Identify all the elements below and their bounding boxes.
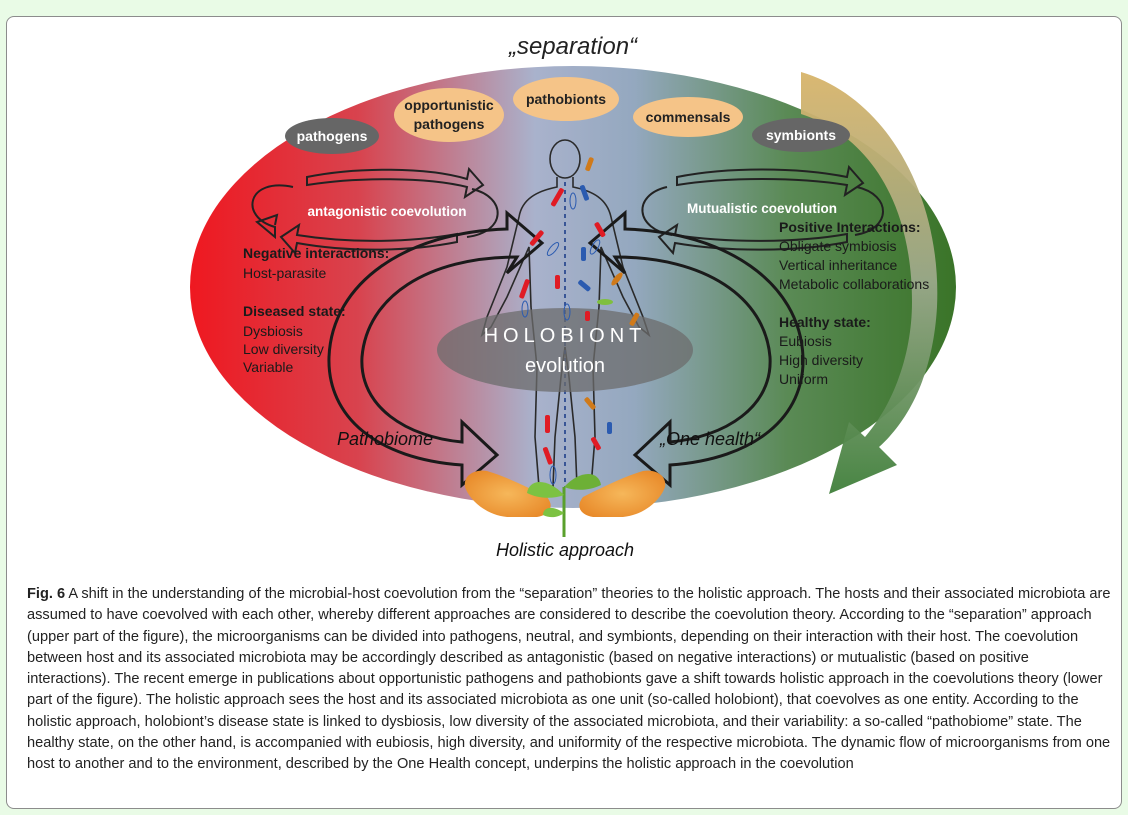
pathobiome-label: Pathobiome <box>337 429 433 449</box>
antagonistic-coevolution-label: antagonistic coevolution <box>307 204 466 219</box>
plant-and-hands-icon <box>464 470 666 537</box>
antagonistic-cycle-arrows <box>251 166 499 256</box>
one-health-label: „One health“ <box>659 429 761 449</box>
pathogens-label: pathogens <box>297 128 368 144</box>
healthy-state-title: Healthy state: <box>779 314 871 330</box>
figure-caption: Fig. 6 A shift in the understanding of t… <box>27 584 1112 776</box>
negative-interactions-title: Negative interactions: <box>243 245 389 261</box>
coevolution-ellipse <box>190 66 956 508</box>
pathobionts-pill: pathobionts <box>513 77 619 121</box>
caption-text: A shift in the understanding of the micr… <box>27 586 1111 773</box>
uniform-label: Uniform <box>779 371 828 387</box>
coevolution-diagram: „separation“ pathogens opportunistic pat… <box>190 33 956 560</box>
low-diversity-label: Low diversity <box>243 341 324 357</box>
symbionts-label: symbionts <box>766 127 836 143</box>
holobiont-label: HOLOBIONT <box>484 325 647 347</box>
commensals-pill: commensals <box>633 97 743 137</box>
variable-label: Variable <box>243 359 294 375</box>
opportunistic-label-2: pathogens <box>414 116 485 132</box>
opportunistic-pathogens-pill: opportunistic pathogens <box>394 88 504 142</box>
left-panel: Negative interactions: Host-parasite Dis… <box>243 245 389 375</box>
obligate-symbiosis-label: Obligate symbiosis <box>779 238 897 254</box>
commensals-label: commensals <box>646 109 731 125</box>
side-flow-arrow <box>801 72 938 494</box>
host-parasite-label: Host-parasite <box>243 265 326 281</box>
figure-frame: „separation“ pathogens opportunistic pat… <box>6 16 1122 809</box>
separation-label: „separation“ <box>508 33 639 60</box>
opportunistic-label-1: opportunistic <box>404 97 494 113</box>
metabolic-collaborations-label: Metabolic collaborations <box>779 276 929 292</box>
high-diversity-label: High diversity <box>779 352 863 368</box>
pathogens-pill: pathogens <box>285 118 379 154</box>
positive-interactions-title: Positive Interactions: <box>779 219 921 235</box>
microbes <box>519 157 640 485</box>
holistic-approach-label: Holistic approach <box>496 540 634 560</box>
dysbiosis-label: Dysbiosis <box>243 323 303 339</box>
right-panel: Positive Interactions: Obligate symbiosi… <box>779 219 929 387</box>
diseased-state-title: Diseased state: <box>243 303 346 319</box>
vertical-inheritance-label: Vertical inheritance <box>779 257 898 273</box>
caption-label: Fig. 6 <box>27 586 66 602</box>
mutualistic-coevolution-label: Mutualistic coevolution <box>687 201 837 216</box>
eubiosis-label: Eubiosis <box>779 333 832 349</box>
pathobionts-label: pathobionts <box>526 91 606 107</box>
holobiont-cycle-arrows <box>327 209 805 489</box>
evolution-label: evolution <box>525 355 605 377</box>
holobiont-ellipse <box>437 308 693 392</box>
symbionts-pill: symbionts <box>752 118 850 152</box>
